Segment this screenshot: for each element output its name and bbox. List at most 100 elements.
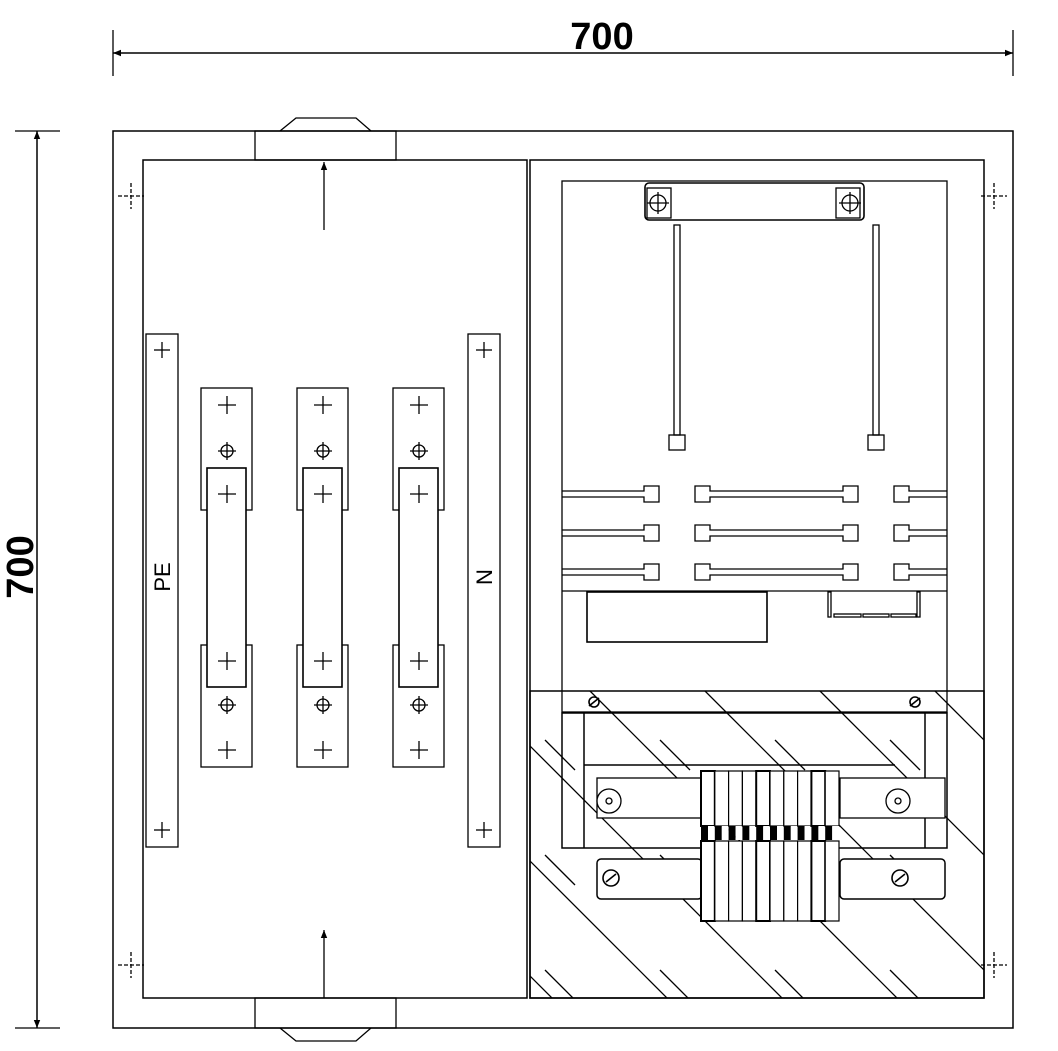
hanger-rod xyxy=(673,224,681,436)
meter-terminal-row xyxy=(562,524,947,542)
hanger-rod xyxy=(872,224,880,436)
top-cable-entry xyxy=(254,117,397,161)
terminal-marker xyxy=(818,826,826,840)
terminal-module xyxy=(714,840,730,922)
terminal-marker xyxy=(742,826,750,840)
terminal-module xyxy=(755,840,772,922)
terminal-module xyxy=(755,770,772,827)
bolt-hole-icon xyxy=(410,442,428,460)
terminal-marker xyxy=(749,826,757,840)
terminal-module xyxy=(783,840,799,922)
plus-mark-icon xyxy=(314,652,332,670)
screw-icon xyxy=(891,869,909,887)
pe-busbar: PE xyxy=(145,333,179,848)
terminal-marker xyxy=(708,826,715,840)
terminal-marker xyxy=(811,826,819,840)
hanger-foot xyxy=(668,434,686,451)
bottom-cable-entry xyxy=(254,997,397,1042)
terminal-module xyxy=(824,770,840,827)
terminal-module xyxy=(727,840,743,922)
width-dimension: 700 xyxy=(112,16,1014,76)
terminal-marker xyxy=(735,826,743,840)
plus-mark-icon xyxy=(410,396,428,414)
terminal-module xyxy=(741,770,757,827)
meter-label-area xyxy=(586,591,768,643)
pe-label: PE xyxy=(150,562,175,591)
terminal-module xyxy=(769,840,785,922)
terminal-marker xyxy=(714,826,722,840)
enclosure-outer-frame xyxy=(112,130,1014,1029)
terminal-module xyxy=(727,770,743,827)
plus-mark-icon xyxy=(476,822,492,838)
terminal-module xyxy=(783,770,799,827)
terminal-module xyxy=(796,770,812,827)
plus-mark-icon xyxy=(218,396,236,414)
bolt-hole-icon xyxy=(218,696,236,714)
terminal-module xyxy=(810,840,827,922)
terminal-marker xyxy=(728,826,736,840)
screw-icon xyxy=(602,869,620,887)
meter-terminal-row xyxy=(562,563,947,581)
plus-mark-icon xyxy=(314,485,332,503)
plus-mark-icon xyxy=(154,822,170,838)
terminal-module xyxy=(769,770,785,827)
rail-end-stop-left xyxy=(596,788,622,814)
plus-mark-icon xyxy=(314,396,332,414)
rail-end-stop-right xyxy=(885,788,911,814)
terminal-marker xyxy=(832,826,839,840)
terminal-marker xyxy=(825,826,833,840)
terminal-module xyxy=(700,770,716,827)
screw-icon xyxy=(909,696,921,708)
meter-terminal-row xyxy=(562,485,947,503)
terminal-compartment xyxy=(529,690,985,999)
mounting-point-icon xyxy=(118,183,144,209)
bracket-hole-icon xyxy=(839,192,861,214)
terminal-marker xyxy=(756,826,764,840)
terminal-marker xyxy=(763,826,770,840)
bolt-hole-icon xyxy=(314,696,332,714)
plus-mark-icon xyxy=(410,741,428,759)
fuse-base xyxy=(392,387,445,768)
terminal-marker xyxy=(701,826,708,840)
width-dimension-label: 700 xyxy=(570,16,633,58)
height-dimension-label: 700 xyxy=(0,535,42,598)
plus-mark-icon xyxy=(218,485,236,503)
plus-mark-icon xyxy=(218,741,236,759)
bolt-hole-icon xyxy=(314,442,332,460)
terminal-module xyxy=(796,840,812,922)
mounting-point-icon xyxy=(118,952,144,978)
plus-mark-icon xyxy=(218,652,236,670)
terminal-marker xyxy=(783,826,791,840)
bolt-hole-icon xyxy=(218,442,236,460)
terminal-marker xyxy=(797,826,805,840)
fuse-base xyxy=(200,387,253,768)
bracket-hole-icon xyxy=(647,192,669,214)
plus-mark-icon xyxy=(476,342,492,358)
height-dimension: 700 xyxy=(0,130,60,1029)
terminal-marker xyxy=(721,826,729,840)
hanger-foot xyxy=(867,434,885,451)
terminal-module xyxy=(810,770,827,827)
plus-mark-icon xyxy=(410,652,428,670)
bolt-hole-icon xyxy=(410,696,428,714)
terminal-marker xyxy=(777,826,784,840)
din-clip xyxy=(827,591,921,618)
terminal-module xyxy=(700,840,716,922)
terminal-block xyxy=(588,696,921,922)
mounting-point-icon xyxy=(981,183,1007,209)
n-label: N xyxy=(472,569,497,585)
terminal-module xyxy=(714,770,730,827)
plus-mark-icon xyxy=(410,485,428,503)
terminal-module xyxy=(741,840,757,922)
screw-icon xyxy=(588,696,600,708)
mounting-point-icon xyxy=(981,952,1007,978)
meter-bracket xyxy=(644,182,865,221)
meter-board xyxy=(561,180,948,713)
terminal-marker xyxy=(770,826,777,840)
plus-mark-icon xyxy=(314,741,332,759)
terminal-marker xyxy=(804,826,812,840)
fuse-base xyxy=(296,387,349,768)
n-busbar: N xyxy=(467,333,501,848)
terminal-marker xyxy=(790,826,798,840)
